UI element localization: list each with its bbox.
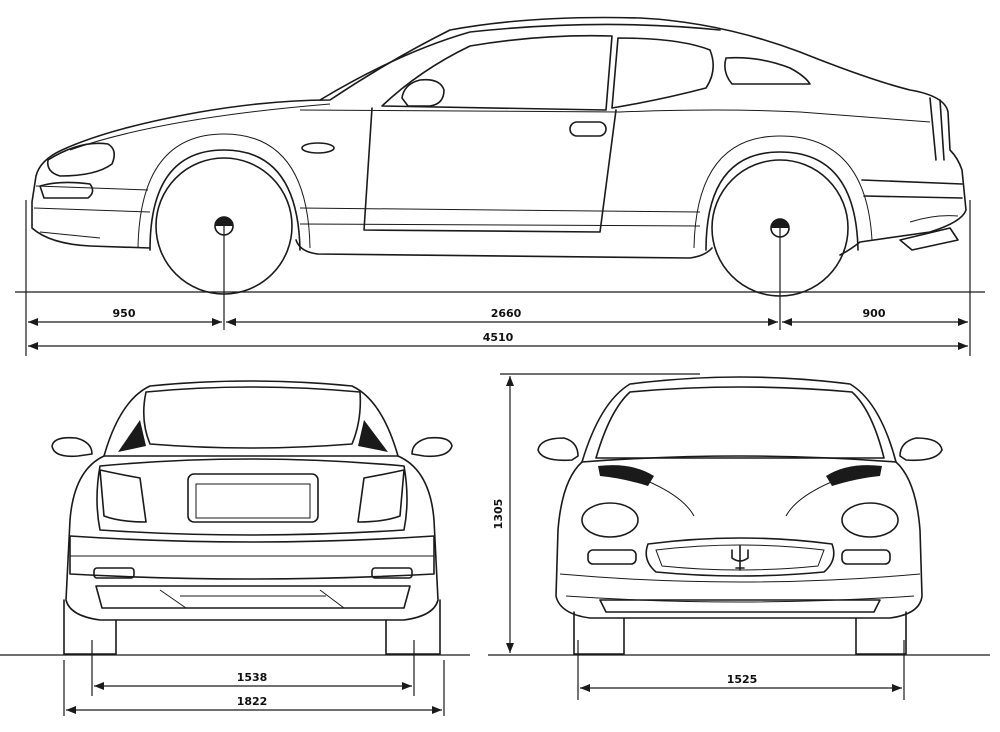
fog-light-right [841, 549, 891, 565]
rear-trunk-lid [96, 458, 408, 536]
arrow [580, 684, 590, 692]
side-view: 950 2660 900 4510 [15, 16, 985, 356]
arrow [402, 682, 412, 690]
side-hood-line [69, 103, 331, 151]
rear-view: 1538 1822 [0, 380, 470, 716]
rear-wheel-arch [705, 151, 859, 251]
side-tail [861, 97, 963, 199]
side-quarter-window [724, 56, 811, 85]
side-front-window [381, 34, 613, 111]
rear-diffuser-fins [159, 589, 345, 609]
front-fender-line [137, 133, 311, 249]
trident-emblem [731, 545, 749, 571]
rear-exhaust-left [93, 567, 135, 579]
rear-plate [187, 473, 319, 523]
arrow [958, 342, 968, 350]
hood-vent-right [826, 465, 882, 486]
front-mirror-left [537, 437, 579, 462]
rear-pillar-shade-right [358, 420, 388, 452]
front-windshield [595, 386, 885, 459]
dim-label-wheelbase: 2660 [491, 307, 522, 320]
side-beltline [299, 109, 931, 123]
dim-label-overall-length: 4510 [483, 331, 514, 344]
front-splitter [599, 599, 881, 613]
rear-diffuser [95, 585, 411, 609]
front-wheel-arch [149, 149, 301, 251]
front-canopy [581, 376, 897, 463]
arrow [432, 706, 442, 714]
door-handle [569, 121, 607, 137]
front-hood-edge [581, 455, 897, 463]
hood-vent-left [598, 465, 654, 486]
dim-label-rear-overhang: 900 [863, 307, 886, 320]
side-mirror [401, 78, 445, 107]
front-grille-inner [655, 544, 825, 571]
front-headlight-left [581, 502, 639, 538]
front-hub-mark [215, 217, 233, 226]
taillight-left [99, 469, 147, 523]
rear-plate-inner [195, 483, 311, 519]
arrow [28, 342, 38, 350]
side-sill [295, 239, 713, 259]
arrow [782, 318, 792, 326]
front-body [555, 461, 923, 619]
arrow [958, 318, 968, 326]
arrow [94, 682, 104, 690]
dim-label-rear-track: 1538 [237, 671, 268, 684]
side-diffuser [909, 215, 959, 223]
arrow [892, 684, 902, 692]
rear-mirror-right [411, 436, 453, 458]
front-grille [645, 537, 835, 577]
dim-label-overall-width: 1822 [237, 695, 268, 708]
side-front-intake [39, 181, 94, 199]
arrow [506, 376, 514, 386]
front-view: 1305 [488, 373, 990, 700]
rear-window [142, 386, 362, 449]
dim-label-overall-height: 1305 [492, 499, 505, 530]
side-rear-window [611, 37, 714, 109]
front-mirror-right [899, 437, 943, 462]
side-exhaust [899, 227, 959, 251]
side-headlight [46, 142, 116, 177]
side-door [363, 107, 617, 233]
rear-fender-line [693, 135, 873, 249]
arrow [768, 318, 778, 326]
rear-hub-mark [771, 219, 789, 228]
taillight-right [357, 469, 405, 523]
arrow [212, 318, 222, 326]
front-tire-right [855, 611, 907, 655]
rear-bumper [69, 535, 435, 580]
arrow [506, 643, 514, 653]
side-roofline [319, 23, 721, 101]
front-bumper-lines [559, 573, 921, 603]
dim-label-front-overhang: 950 [113, 307, 136, 320]
fog-light-left [587, 549, 637, 565]
arrow [28, 318, 38, 326]
front-headlight-right [841, 502, 899, 538]
side-body-outline [31, 16, 967, 256]
rear-pillar-shade-left [118, 420, 146, 452]
rear-exhaust-right [371, 567, 413, 579]
arrow [226, 318, 236, 326]
front-tire-left [573, 611, 625, 655]
rear-tire-left [63, 599, 117, 655]
dim-label-front-track: 1525 [727, 673, 758, 686]
side-rocker [299, 207, 701, 227]
rear-mirror-left [51, 436, 93, 458]
rear-canopy [103, 380, 399, 457]
rear-body [65, 455, 439, 621]
rear-tire-right [385, 599, 441, 655]
side-vent [301, 142, 335, 154]
arrow [66, 706, 76, 714]
